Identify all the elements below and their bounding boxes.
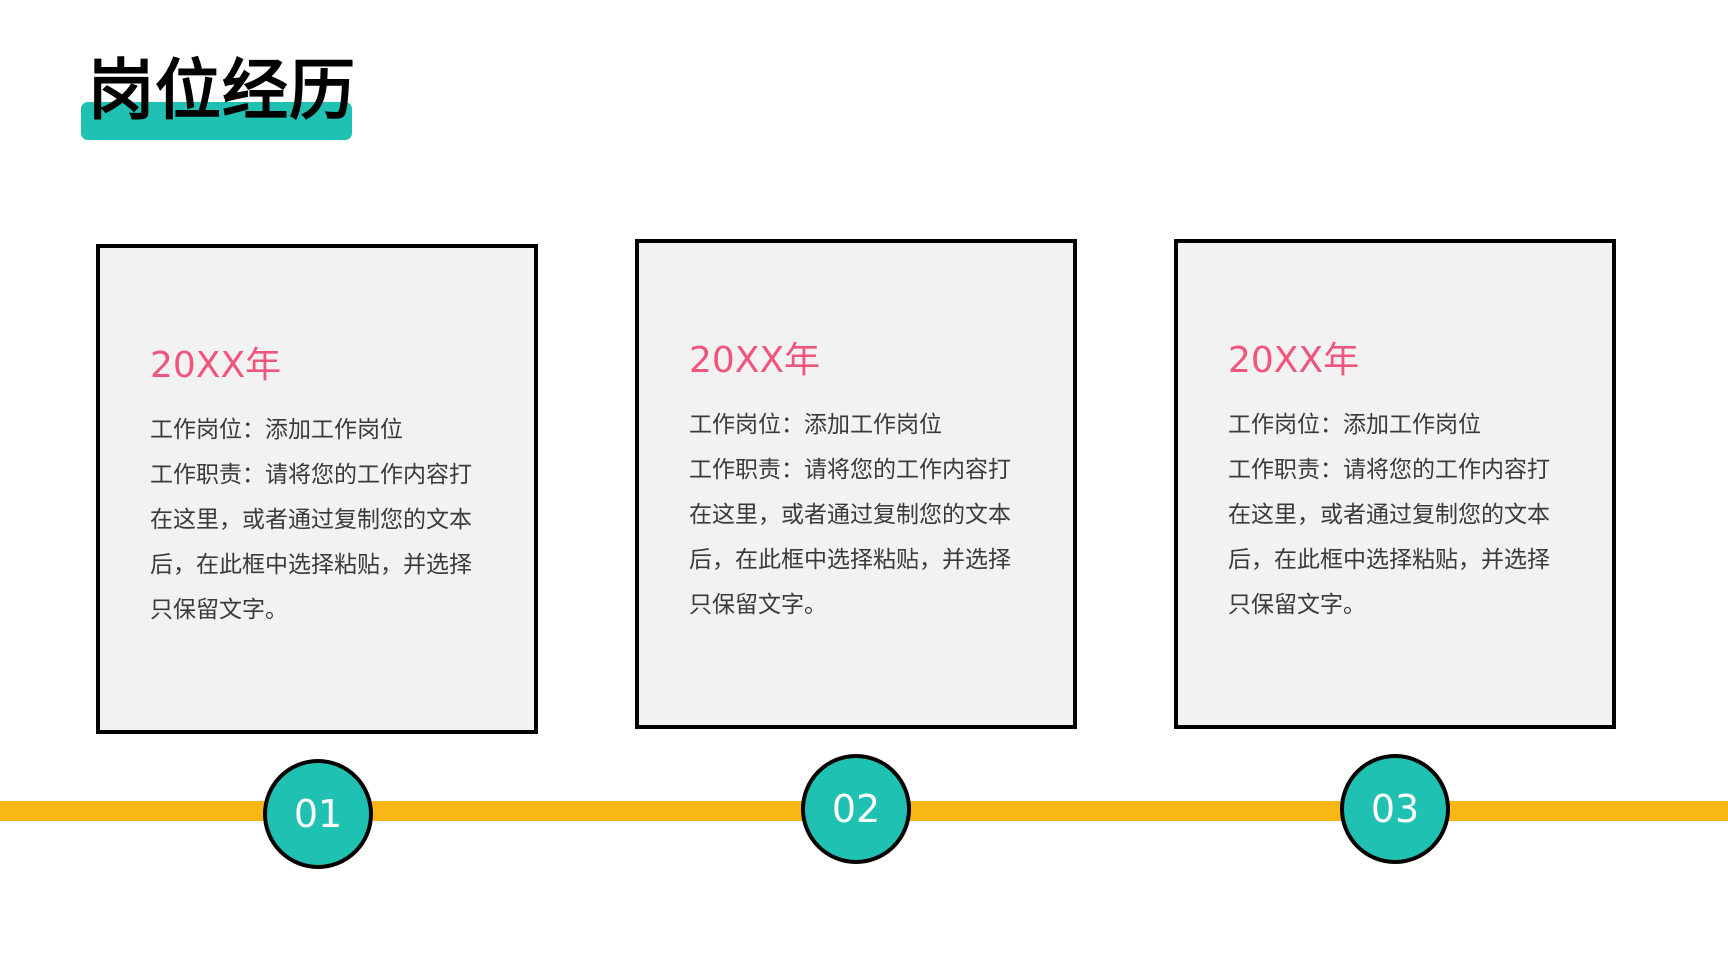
- page-title: 岗位经历: [88, 52, 356, 129]
- card-line-text: 只保留文字。: [689, 592, 827, 618]
- card-line-text: 后，在此框中选择粘贴，并选择: [150, 552, 472, 578]
- card-line-text: 只保留文字。: [150, 597, 288, 623]
- card-year: 20XX年: [150, 345, 282, 386]
- timeline-node-1: 01: [263, 759, 373, 869]
- card-line-duty: 工作职责：请将您的工作内容打: [689, 457, 1011, 483]
- card-year: 20XX年: [1228, 340, 1360, 381]
- card-line-position: 工作岗位：添加工作岗位: [1228, 412, 1481, 438]
- card-line-text: 只保留文字。: [1228, 592, 1366, 618]
- timeline-node-3: 03: [1340, 754, 1450, 864]
- card-year: 20XX年: [689, 340, 821, 381]
- card-description: 工作岗位：添加工作岗位 工作职责：请将您的工作内容打 在这里，或者通过复制您的文…: [1228, 403, 1608, 628]
- title-highlight-bar: [81, 102, 352, 140]
- card-line-position: 工作岗位：添加工作岗位: [150, 417, 403, 443]
- timeline-node-2: 02: [801, 754, 911, 864]
- page-title-block: 岗位经历: [80, 52, 355, 142]
- card-line-text: 后，在此框中选择粘贴，并选择: [689, 547, 1011, 573]
- card-line-position: 工作岗位：添加工作岗位: [689, 412, 942, 438]
- card-line-text: 在这里，或者通过复制您的文本: [150, 507, 472, 533]
- experience-card-2: 20XX年 工作岗位：添加工作岗位 工作职责：请将您的工作内容打 在这里，或者通…: [635, 239, 1077, 729]
- card-line-duty: 工作职责：请将您的工作内容打: [150, 462, 472, 488]
- card-line-text: 后，在此框中选择粘贴，并选择: [1228, 547, 1550, 573]
- card-line-duty: 工作职责：请将您的工作内容打: [1228, 457, 1550, 483]
- card-line-text: 在这里，或者通过复制您的文本: [1228, 502, 1550, 528]
- experience-card-3: 20XX年 工作岗位：添加工作岗位 工作职责：请将您的工作内容打 在这里，或者通…: [1174, 239, 1616, 729]
- card-line-text: 在这里，或者通过复制您的文本: [689, 502, 1011, 528]
- experience-card-1: 20XX年 工作岗位：添加工作岗位 工作职责：请将您的工作内容打 在这里，或者通…: [96, 244, 538, 734]
- card-description: 工作岗位：添加工作岗位 工作职责：请将您的工作内容打 在这里，或者通过复制您的文…: [150, 408, 530, 633]
- card-description: 工作岗位：添加工作岗位 工作职责：请将您的工作内容打 在这里，或者通过复制您的文…: [689, 403, 1069, 628]
